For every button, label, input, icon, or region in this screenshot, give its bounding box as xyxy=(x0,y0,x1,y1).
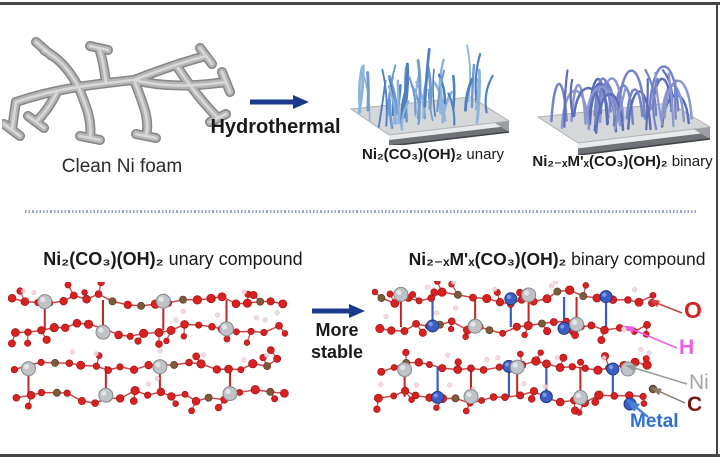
frame-border-bottom xyxy=(0,454,720,457)
legend-label-metal: Metal xyxy=(630,411,679,432)
stability-label: More stable xyxy=(310,320,364,362)
ni-foam-illustration xyxy=(2,37,235,145)
binary-heading-formula: Ni₂₋ₓM'ₓ(CO₃)(OH)₂ xyxy=(408,249,567,269)
foam-caption: Clean Ni foam xyxy=(61,156,183,177)
binary-heading-suffix: binary compound xyxy=(566,249,706,269)
binary-heading: Ni₂₋ₓM'ₓ(CO₃)(OH)₂ binary compound xyxy=(402,249,712,270)
binary-panel-formula: Ni₂₋ₓM'ₓ(CO₃)(OH)₂ xyxy=(532,153,668,170)
binary-panel-suffix: binary xyxy=(667,153,713,170)
binary-crystal-structure-illustration xyxy=(372,281,658,416)
unary-heading-formula: Ni₂(CO₃)(OH)₂ xyxy=(43,249,164,269)
frame-border-top xyxy=(0,2,720,5)
unary-crystal-structure-illustration xyxy=(7,282,289,414)
section-divider xyxy=(25,210,697,213)
unary-heading: Ni₂(CO₃)(OH)₂ unary compound xyxy=(38,249,308,270)
unary-panel-suffix: unary xyxy=(462,146,504,163)
unary-panel-caption: Ni₂(CO₃)(OH)₂ unary xyxy=(338,146,528,163)
unary-heading-suffix: unary compound xyxy=(163,249,303,269)
legend-label-nickel: Ni xyxy=(689,371,709,394)
binary-nanostructure-illustration xyxy=(536,65,712,155)
process-label: Hydrothermal xyxy=(210,116,341,138)
hydrothermal-arrow-icon xyxy=(250,95,309,109)
more-stable-arrow-icon xyxy=(312,304,365,318)
legend-label-carbon: C xyxy=(687,393,703,416)
frame-border-right xyxy=(716,2,718,457)
binary-panel-caption: Ni₂₋ₓM'ₓ(CO₃)(OH)₂ binary xyxy=(520,152,720,170)
legend-label-hydrogen: H xyxy=(679,336,695,359)
unary-nanostructure-illustration xyxy=(349,44,511,145)
unary-panel-formula: Ni₂(CO₃)(OH)₂ xyxy=(362,146,463,163)
legend-label-oxygen: O xyxy=(684,297,702,323)
